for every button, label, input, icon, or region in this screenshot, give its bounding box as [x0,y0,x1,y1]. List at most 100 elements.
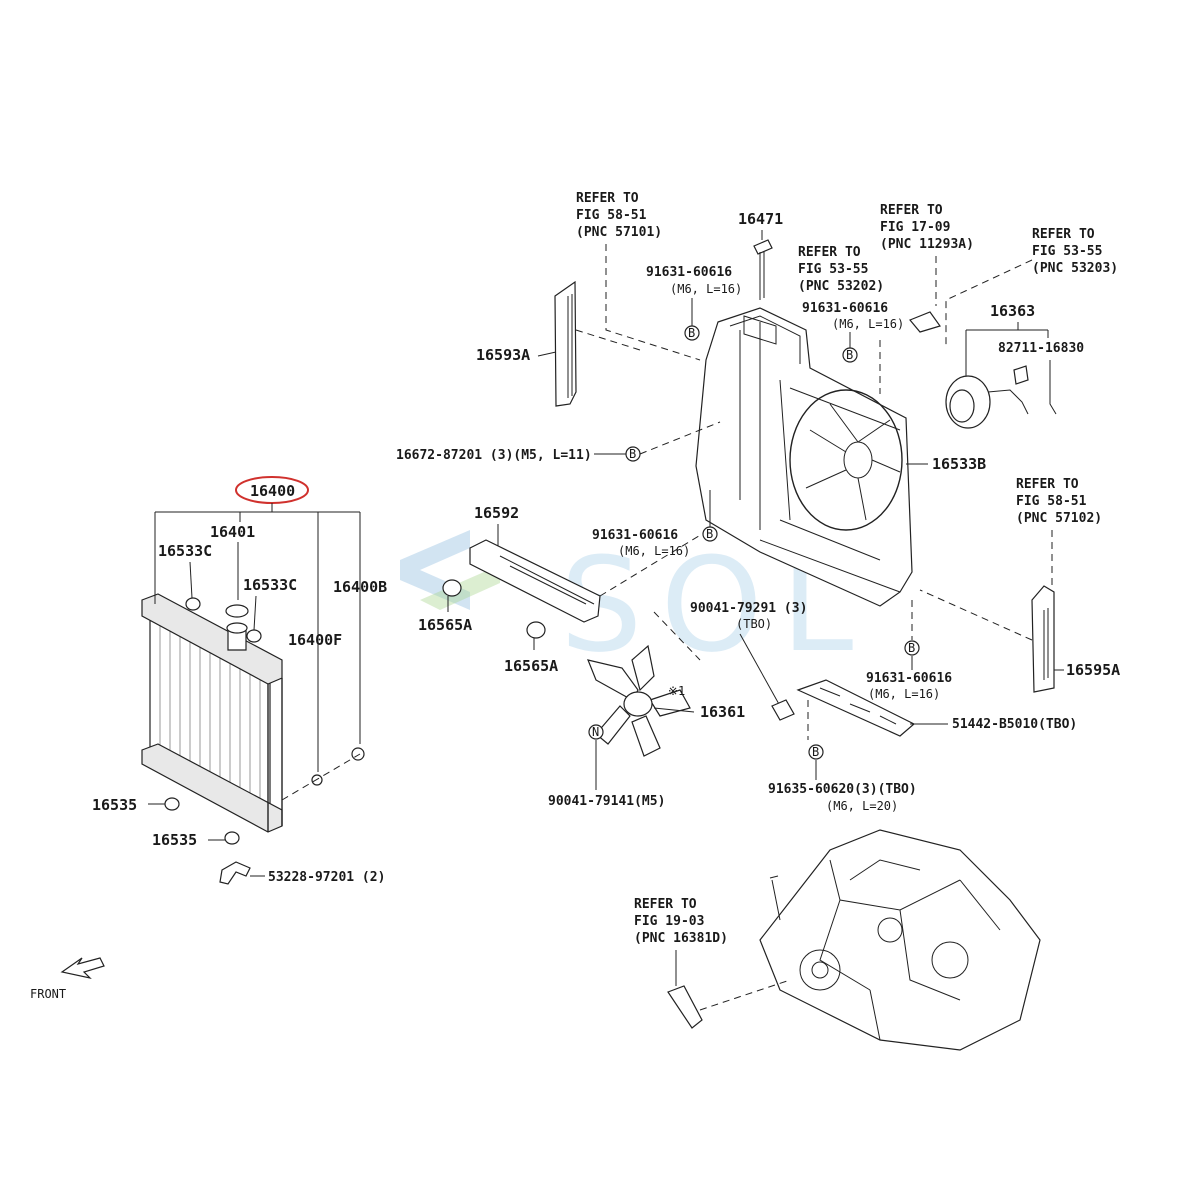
seal-16592 [469,539,601,623]
svg-text:(PNC 53203): (PNC 53203) [1032,261,1118,276]
cushion-16535-upper [164,797,180,811]
front-indicator: FRONT [30,957,105,1001]
label-91631-c: 91631-60616 [592,528,678,543]
label-16592: 16592 [474,504,519,522]
refer-3: REFER TO FIG 17-09 (PNC 11293A) [880,203,974,333]
label-91635-spec: (M6, L=20) [826,799,898,813]
seal-16595a [1031,585,1055,693]
svg-text:(PNC 16381D): (PNC 16381D) [634,931,728,946]
engine-assembly [759,829,1041,1051]
radiator-dash-link [281,753,361,801]
radiator-side-plate [267,678,283,832]
svg-text:N: N [592,725,599,739]
drain-plug-16400f [311,774,323,786]
svg-text:(PNC 57102): (PNC 57102) [1016,511,1102,526]
cushion-16535-lower [224,831,240,845]
clip-82711 [1049,360,1057,415]
clip-16565a-b [526,621,546,650]
svg-text:FIG 58-51: FIG 58-51 [576,208,647,223]
svg-text:(PNC 53202): (PNC 53202) [798,279,884,294]
svg-text:(PNC 57101): (PNC 57101) [576,225,662,240]
cushion-16533c-left [185,597,201,611]
label-16400b: 16400B [333,578,387,596]
svg-text:FIG 53-55: FIG 53-55 [1032,244,1102,259]
label-16533b: 16533B [932,455,986,473]
label-91631-a: 91631-60616 [646,265,732,280]
marker-b-5 [904,640,920,656]
marker-b-6 [808,744,824,760]
refer-4: REFER TO FIG 53-55 (PNC 53203) [945,227,1118,348]
label-82711: 82711-16830 [998,341,1084,356]
clip-16565a-a [442,579,462,612]
shroud-opening [789,389,903,531]
fan-hub [623,691,653,717]
front-arrow-icon [60,957,105,980]
svg-text:FIG 53-55: FIG 53-55 [798,262,868,277]
label-16471: 16471 [738,210,783,228]
label-16565a-a: 16565A [418,616,472,634]
label-16593a: 16593A [476,346,530,364]
radiator-cap [226,622,248,634]
marker-b-2 [842,347,858,363]
radiator-assembly [141,593,365,885]
clip-16381d [667,985,703,1029]
label-16535-upper: 16535 [92,796,137,814]
label-91631-c-spec: (M6, L=16) [618,544,690,558]
svg-text:FIG 19-03: FIG 19-03 [634,914,704,929]
label-16535-lower: 16535 [152,831,197,849]
bolt-16471 [753,239,773,300]
label-16400f: 16400F [288,631,342,649]
svg-text:B: B [812,745,819,759]
svg-text:REFER TO: REFER TO [576,191,639,206]
svg-text:B: B [846,348,853,362]
label-90041-79291: 90041-79291 (3) [690,601,807,616]
label-91631-b-spec: (M6, L=16) [832,317,904,331]
label-91635: 91635-60620(3)(TBO) [768,782,917,797]
svg-text:REFER TO: REFER TO [634,897,697,912]
fan-shroud-16533b [695,307,913,607]
svg-text:REFER TO: REFER TO [880,203,943,218]
svg-text:REFER TO: REFER TO [798,245,861,260]
label-16533c-right: 16533C [243,576,297,594]
refer-5: REFER TO FIG 58-51 (PNC 57102) [1016,477,1102,586]
svg-text:FIG 58-51: FIG 58-51 [1016,494,1087,509]
refer-1: REFER TO FIG 58-51 (PNC 57101) [576,191,701,361]
svg-text:REFER TO: REFER TO [1016,477,1079,492]
drain-plug-16400b [351,747,365,761]
label-16363: 16363 [990,302,1035,320]
label-90041-79291-spec: (TBO) [736,617,772,631]
label-16400: 16400 [250,482,295,500]
cushion-16533c-right [246,629,262,643]
radiator-fins [159,614,261,820]
front-label: FRONT [30,987,66,1001]
label-91631-a-spec: (M6, L=16) [670,282,742,296]
nut-90041-79291 [771,699,795,721]
shroud-tank-top [743,315,777,345]
label-16400-group: 16400 [154,476,361,772]
label-16533c-left: 16533C [158,542,212,560]
label-16565a-b: 16565A [504,657,558,675]
svg-text:B: B [629,447,636,461]
fan-motor-16363 [945,365,1029,429]
label-91631-d-spec: (M6, L=16) [868,687,940,701]
svg-text:B: B [688,326,695,340]
svg-text:(PNC 11293A): (PNC 11293A) [880,237,974,252]
label-16595a: 16595A [1066,661,1120,679]
svg-text:FIG 17-09: FIG 17-09 [880,220,950,235]
label-16361: 16361 [700,703,745,721]
label-90041-79141: 90041-79141(M5) [548,794,665,809]
label-53228: 53228-97201 (2) [268,870,385,885]
marker-n [588,724,604,740]
label-16401: 16401 [210,523,255,541]
clip-11293a [909,311,941,333]
refer-6: REFER TO FIG 19-03 (PNC 16381D) [634,897,791,1029]
bracket-53228 [219,861,251,885]
seal-16593a [554,280,641,407]
label-16361-note: ※1 [668,684,685,698]
svg-text:REFER TO: REFER TO [1032,227,1095,242]
svg-text:B: B [908,641,915,655]
fan-16361 [587,644,691,757]
label-51442: 51442-B5010(TBO) [952,717,1077,732]
label-16672: 16672-87201 (3)(M5, L=11) [396,448,592,463]
